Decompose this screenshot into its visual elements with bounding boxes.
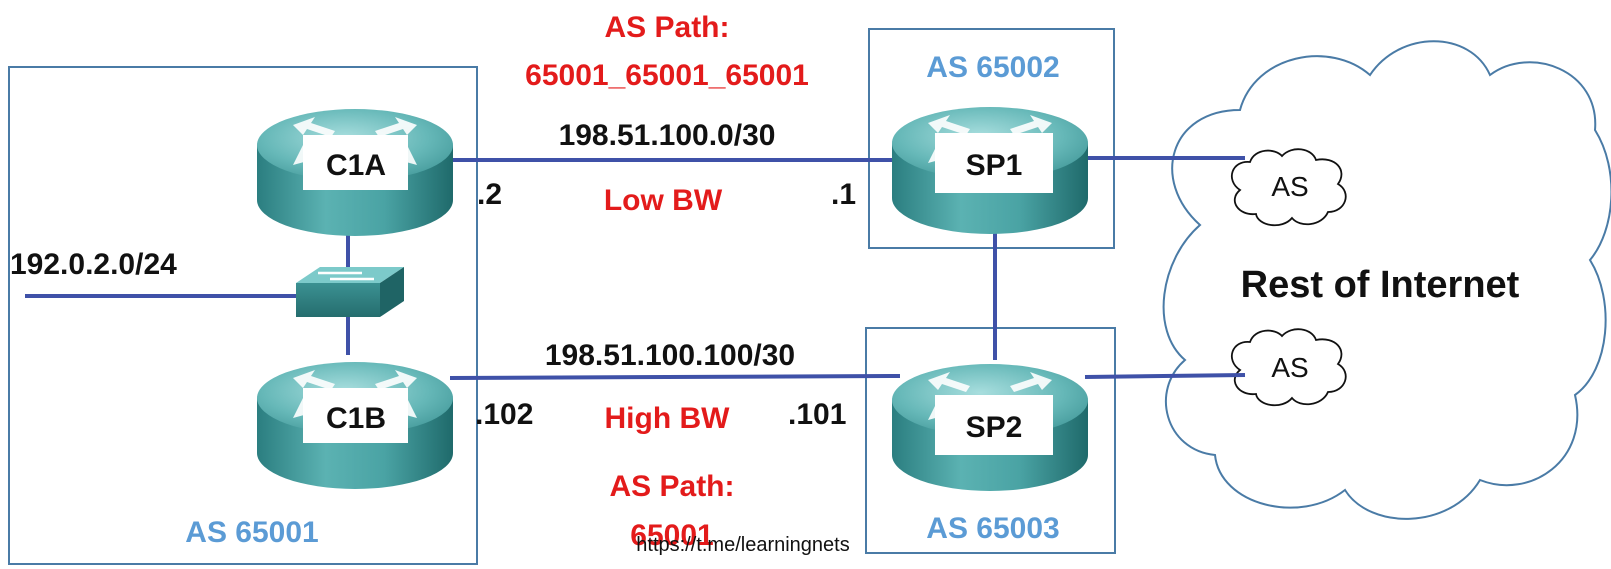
internet-as-top-label: AS <box>1271 171 1308 202</box>
internet-as-bottom-label: AS <box>1271 352 1308 383</box>
bottom-subnet-label: 198.51.100.100/30 <box>545 339 795 372</box>
lan-subnet-label: 192.0.2.0/24 <box>10 248 177 281</box>
small-cloud-bottom <box>1230 328 1347 407</box>
c1a-label-box <box>303 135 408 190</box>
bottom-bandwidth-label: High BW <box>605 402 731 435</box>
top-as-path-label: AS Path: <box>604 11 729 44</box>
top-as-path-value: 65001_65001_65001 <box>525 59 809 92</box>
c1b-label-box <box>303 388 408 443</box>
as-65001-box <box>8 66 478 565</box>
as-65003-box <box>865 327 1116 554</box>
router-c1b-label: C1B <box>326 402 386 435</box>
rest-of-internet-label: Rest of Internet <box>1241 264 1520 306</box>
sp2-address-label: .101 <box>788 398 846 431</box>
link-c1b-sp2 <box>449 374 901 380</box>
top-subnet-label: 198.51.100.0/30 <box>559 119 776 152</box>
bottom-as-path-label: AS Path: <box>609 470 734 503</box>
router-c1a-label: C1A <box>326 149 386 182</box>
c1a-address-label: .2 <box>477 178 502 211</box>
small-cloud-top <box>1230 148 1347 227</box>
sp1-address-label: .1 <box>831 178 856 211</box>
top-bandwidth-label: Low BW <box>604 184 723 217</box>
sp2-label-box <box>935 395 1053 455</box>
as-65002-label: AS 65002 <box>926 51 1059 84</box>
router-sp1-label: SP1 <box>966 149 1023 182</box>
bottom-as-path-value: 65001 <box>630 519 713 552</box>
c1b-address-label: .102 <box>475 398 533 431</box>
router-sp2-label: SP2 <box>966 411 1023 444</box>
link-sp2-internet <box>1084 373 1246 379</box>
sp1-label-box <box>935 133 1053 193</box>
watermark-url: https://t.me/learningnets <box>636 534 849 556</box>
as-65001-label: AS 65001 <box>185 516 318 549</box>
switch-icon <box>296 267 404 317</box>
as-65003-label: AS 65003 <box>926 512 1059 545</box>
as-65002-box <box>868 28 1115 249</box>
